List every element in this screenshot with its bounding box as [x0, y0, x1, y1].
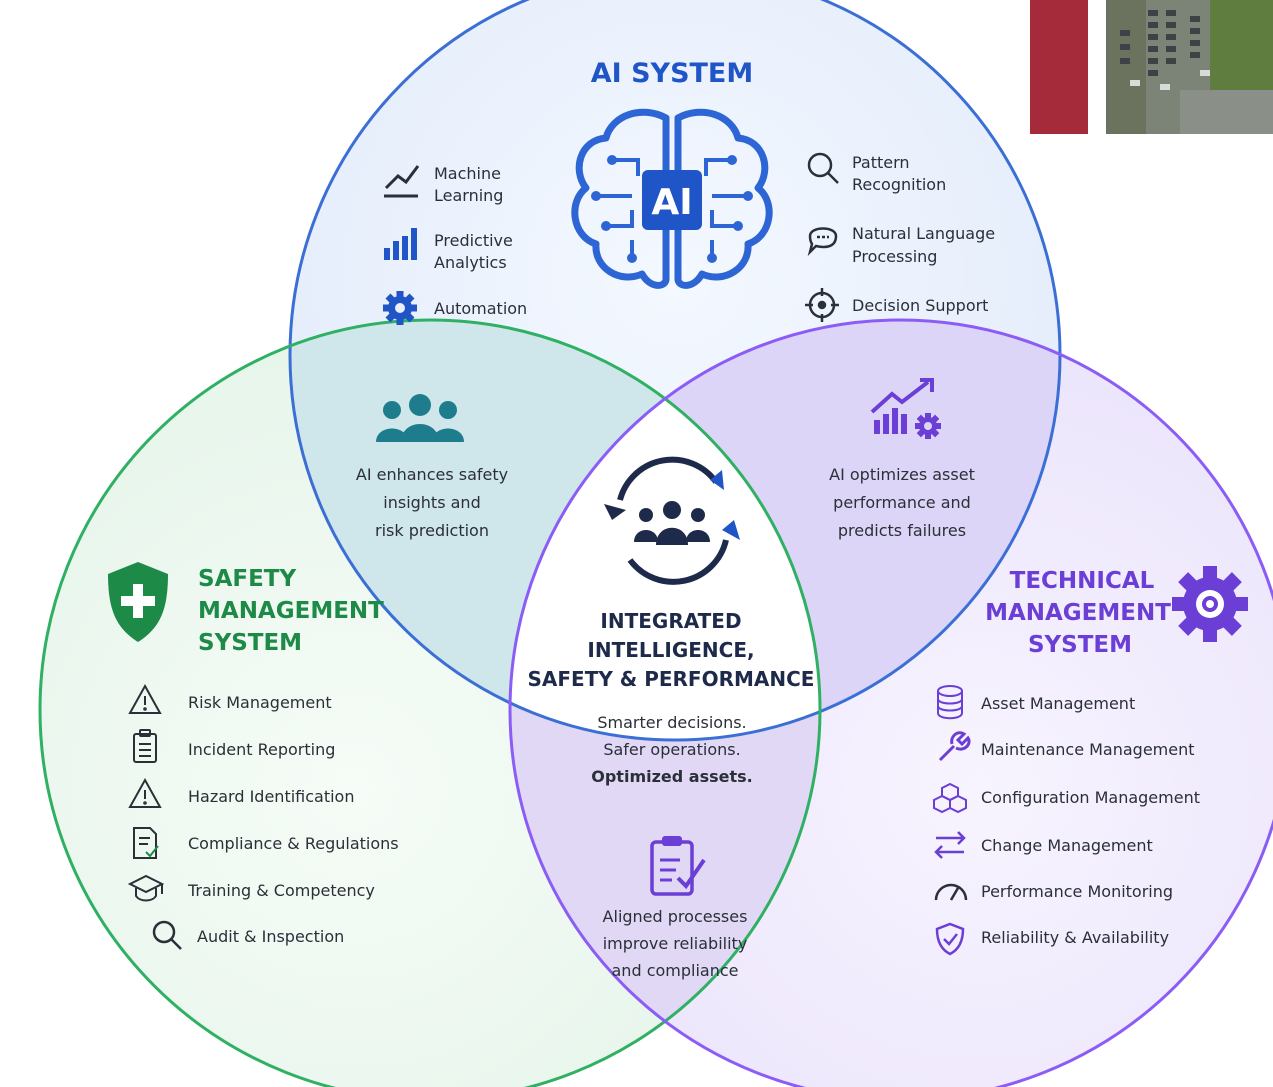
safety-technical-text-2: improve reliability	[603, 934, 748, 953]
svg-text:Pattern: Pattern	[852, 153, 910, 172]
ai-item-natural-language: Natural Language Processing	[807, 224, 995, 266]
safety-item-hazard: Hazard Identification	[128, 777, 354, 808]
search-icon	[807, 152, 839, 184]
ai-technical-text-2: performance and	[833, 493, 971, 512]
center-title-3: SAFETY & PERFORMANCE	[528, 667, 815, 691]
technical-item-reliability: Reliability & Availability	[935, 922, 1169, 956]
line-chart-icon	[384, 165, 420, 198]
svg-text:Performance Monitoring: Performance Monitoring	[981, 882, 1173, 901]
ai-technical-text-1: AI optimizes asset	[829, 465, 975, 484]
svg-text:Change Management: Change Management	[981, 836, 1153, 855]
svg-text:Decision Support: Decision Support	[852, 296, 988, 315]
safety-item-training: Training & Competency	[127, 874, 375, 902]
safety-title-2: MANAGEMENT	[198, 598, 384, 624]
ai-item-predictive-analytics: Predictive Analytics	[384, 228, 513, 272]
svg-text:Asset Management: Asset Management	[981, 694, 1135, 713]
svg-text:Predictive: Predictive	[434, 231, 513, 250]
clipboard-check-icon	[650, 836, 706, 896]
safety-title-3: SYSTEM	[198, 630, 302, 656]
center-title-1: INTEGRATED	[600, 609, 741, 633]
technical-item-change: Change Management	[934, 831, 1153, 859]
ai-system-title: AI SYSTEM	[591, 58, 754, 89]
bar-chart-icon	[384, 228, 417, 260]
svg-text:Recognition: Recognition	[852, 175, 946, 194]
safety-technical-text-1: Aligned processes	[603, 907, 748, 926]
svg-text:Audit & Inspection: Audit & Inspection	[197, 927, 344, 946]
team-cycle-icon	[604, 456, 740, 585]
safety-item-risk: Risk Management	[128, 683, 332, 714]
database-icon	[937, 685, 963, 720]
svg-text:Processing: Processing	[852, 247, 937, 266]
svg-text:Learning: Learning	[434, 186, 503, 205]
document-check-icon	[133, 827, 159, 859]
technical-item-performance: Performance Monitoring	[934, 882, 1173, 901]
ai-item-decision-support: Decision Support	[805, 288, 988, 322]
svg-text:Configuration Management: Configuration Management	[981, 788, 1200, 807]
ai-safety-text-3: risk prediction	[375, 521, 489, 540]
safety-item-audit: Audit & Inspection	[152, 920, 344, 950]
ai-technical-text-3: predicts failures	[838, 521, 966, 540]
safety-item-incident: Incident Reporting	[133, 729, 335, 763]
center-tagline-2: Safer operations.	[603, 740, 740, 759]
aerial-parking-photo	[1030, 0, 1273, 134]
svg-text:Risk Management: Risk Management	[188, 693, 332, 712]
chat-bubble-icon	[807, 227, 838, 257]
warning-icon	[128, 777, 162, 808]
ai-item-pattern-recognition: Pattern Recognition	[807, 152, 946, 194]
svg-text:Analytics: Analytics	[434, 253, 507, 272]
technical-title-3: SYSTEM	[1028, 632, 1132, 658]
technical-item-asset: Asset Management	[937, 685, 1135, 720]
crosshair-icon	[805, 288, 839, 322]
ai-badge: AI	[651, 182, 692, 223]
graduation-cap-icon	[127, 874, 165, 902]
svg-text:Compliance & Regulations: Compliance & Regulations	[188, 834, 399, 853]
warning-icon	[128, 683, 162, 714]
svg-text:Incident Reporting: Incident Reporting	[188, 740, 335, 759]
clipboard-icon	[133, 729, 157, 763]
people-icon	[376, 394, 464, 442]
technical-title-2: MANAGEMENT	[985, 600, 1171, 626]
safety-title-1: SAFETY	[198, 566, 296, 592]
ai-item-machine-learning: Machine Learning	[384, 164, 503, 205]
safety-item-compliance: Compliance & Regulations	[133, 827, 399, 859]
ai-safety-text-2: insights and	[383, 493, 480, 512]
svg-text:Maintenance Management: Maintenance Management	[981, 740, 1195, 759]
svg-text:Hazard Identification: Hazard Identification	[188, 787, 354, 806]
gear-icon	[383, 291, 417, 325]
center-tagline-1: Smarter decisions.	[597, 713, 746, 732]
gauge-icon	[934, 883, 968, 901]
svg-text:Natural Language: Natural Language	[852, 224, 995, 243]
center-tagline-3: Optimized assets.	[591, 767, 752, 786]
technical-item-configuration: Configuration Management	[933, 782, 1200, 814]
cubes-icon	[933, 782, 967, 814]
shield-plus-icon	[108, 562, 168, 642]
shield-check-icon	[935, 922, 965, 956]
technical-item-maintenance: Maintenance Management	[938, 731, 1195, 762]
svg-text:Automation: Automation	[434, 299, 527, 318]
center-title-2: INTELLIGENCE,	[587, 638, 754, 662]
analytics-gear-icon	[870, 378, 941, 439]
svg-text:Machine: Machine	[434, 164, 501, 183]
swap-arrows-icon	[934, 831, 966, 859]
svg-text:Training & Competency: Training & Competency	[187, 881, 375, 900]
technical-title-1: TECHNICAL	[1010, 568, 1155, 594]
ai-brain-icon: AI	[571, 108, 773, 289]
ai-safety-text-1: AI enhances safety	[356, 465, 508, 484]
safety-technical-text-3: and compliance	[612, 961, 739, 980]
technical-gear-icon	[1172, 566, 1248, 642]
svg-text:Reliability & Availability: Reliability & Availability	[981, 928, 1169, 947]
wrench-icon	[938, 731, 971, 762]
search-icon	[152, 920, 182, 950]
ai-item-automation: Automation	[383, 291, 527, 325]
